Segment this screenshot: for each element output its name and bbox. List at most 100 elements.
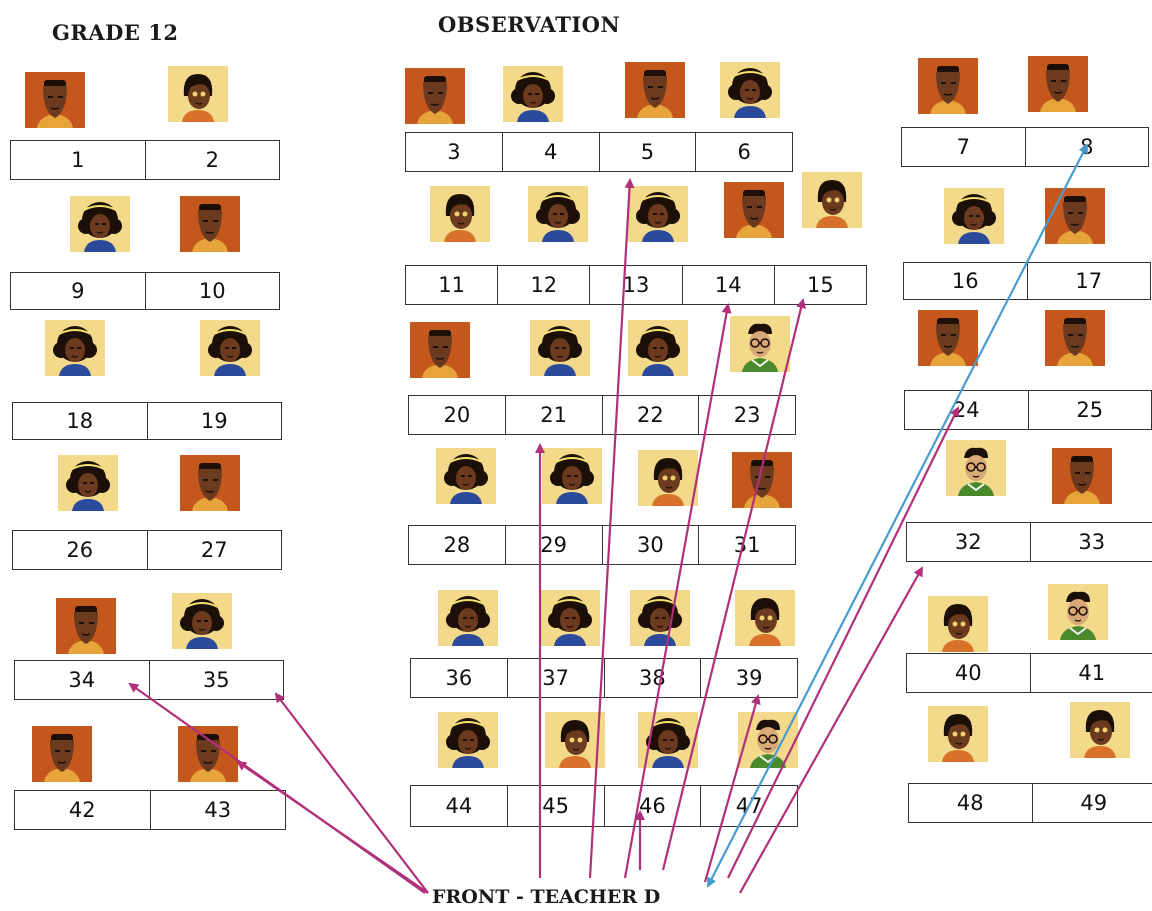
seat-number-32: 32 <box>954 530 982 554</box>
desk-row: 34 35 <box>14 660 284 700</box>
student-48-icon <box>928 706 988 762</box>
student-32-icon <box>946 440 1006 496</box>
student-33-icon <box>1052 448 1112 504</box>
seat-number-40: 40 <box>954 661 982 685</box>
student-17-icon <box>1045 188 1105 244</box>
grade-title: GRADE 12 <box>52 20 179 45</box>
student-20-icon <box>410 322 470 378</box>
seat-number-1: 1 <box>71 148 85 172</box>
seat-number-45: 45 <box>506 786 604 826</box>
seat-number-42: 42 <box>68 798 96 822</box>
front-teacher-label: FRONT - TEACHER D <box>432 886 661 908</box>
seat-number-49: 49 <box>1031 784 1152 822</box>
student-23-icon <box>730 316 790 372</box>
student-24-icon <box>918 310 978 366</box>
student-35-icon <box>172 593 232 649</box>
seat-number-28: 28 <box>443 533 471 557</box>
student-19-icon <box>200 320 260 376</box>
student-18-icon <box>45 320 105 376</box>
seat-number-35: 35 <box>148 661 284 699</box>
seat-number-21: 21 <box>504 396 602 434</box>
arrow-back-8 <box>707 876 717 888</box>
student-46-icon <box>638 712 698 768</box>
student-36-icon <box>438 590 498 646</box>
student-3-icon <box>405 68 465 124</box>
seat-number-29: 29 <box>504 526 602 564</box>
seat-number-8: 8 <box>1024 128 1149 166</box>
student-6-icon <box>720 62 780 118</box>
student-1-icon <box>25 72 85 128</box>
seat-number-15: 15 <box>773 266 866 304</box>
student-27-icon <box>180 455 240 511</box>
student-12-icon <box>528 186 588 242</box>
seat-number-43: 43 <box>149 791 286 829</box>
seat-number-19: 19 <box>146 403 282 439</box>
seat-number-5: 5 <box>598 133 696 171</box>
student-43-icon <box>178 726 238 782</box>
seat-number-2: 2 <box>144 141 280 179</box>
desk-row: 42 43 <box>14 790 286 830</box>
observation-title: OBSERVATION <box>438 12 621 37</box>
seat-number-7: 7 <box>956 135 970 159</box>
seat-number-9: 9 <box>71 279 85 303</box>
student-15-icon <box>802 172 862 228</box>
student-13-icon <box>628 186 688 242</box>
student-34-icon <box>56 598 116 654</box>
student-26-icon <box>58 455 118 511</box>
seat-number-30: 30 <box>601 526 699 564</box>
seat-number-27: 27 <box>146 531 282 569</box>
student-45-icon <box>545 712 605 768</box>
student-29-icon <box>542 448 602 504</box>
student-8-icon <box>1028 56 1088 112</box>
desk-row: 9 10 <box>10 272 280 310</box>
student-16-icon <box>944 188 1004 244</box>
student-44-icon <box>438 712 498 768</box>
seat-number-24: 24 <box>952 398 980 422</box>
student-5-icon <box>625 62 685 118</box>
seat-number-31: 31 <box>698 526 795 564</box>
student-2-icon <box>168 66 228 122</box>
seat-number-11: 11 <box>438 273 465 297</box>
seat-number-14: 14 <box>681 266 774 304</box>
seat-number-6: 6 <box>695 133 792 171</box>
student-25-icon <box>1045 310 1105 366</box>
arrow-to-34 <box>128 682 426 894</box>
student-14-icon <box>724 182 784 238</box>
seat-number-38: 38 <box>603 659 701 697</box>
seat-number-3: 3 <box>447 140 461 164</box>
seat-number-20: 20 <box>443 403 471 427</box>
arrow-to-8 <box>707 143 1088 887</box>
student-49-icon <box>1070 702 1130 758</box>
seat-number-17: 17 <box>1026 263 1151 299</box>
seat-number-39: 39 <box>700 659 797 697</box>
seat-number-10: 10 <box>144 273 280 309</box>
desk-row: 26 27 <box>12 530 282 570</box>
arrow-to-35 <box>274 692 429 894</box>
seat-number-34: 34 <box>68 668 96 692</box>
student-39-icon <box>735 590 795 646</box>
student-42-icon <box>32 726 92 782</box>
seat-number-46: 46 <box>603 786 701 826</box>
desk-row: 24 25 <box>904 390 1152 430</box>
seat-number-36: 36 <box>445 666 473 690</box>
seat-number-25: 25 <box>1027 391 1152 429</box>
student-40-icon <box>928 596 988 652</box>
student-37-icon <box>540 590 600 646</box>
student-41-icon <box>1048 584 1108 640</box>
student-4-icon <box>503 66 563 122</box>
seat-number-44: 44 <box>445 794 473 818</box>
seat-number-12: 12 <box>497 266 589 304</box>
seat-number-26: 26 <box>66 538 94 562</box>
student-38-icon <box>630 590 690 646</box>
